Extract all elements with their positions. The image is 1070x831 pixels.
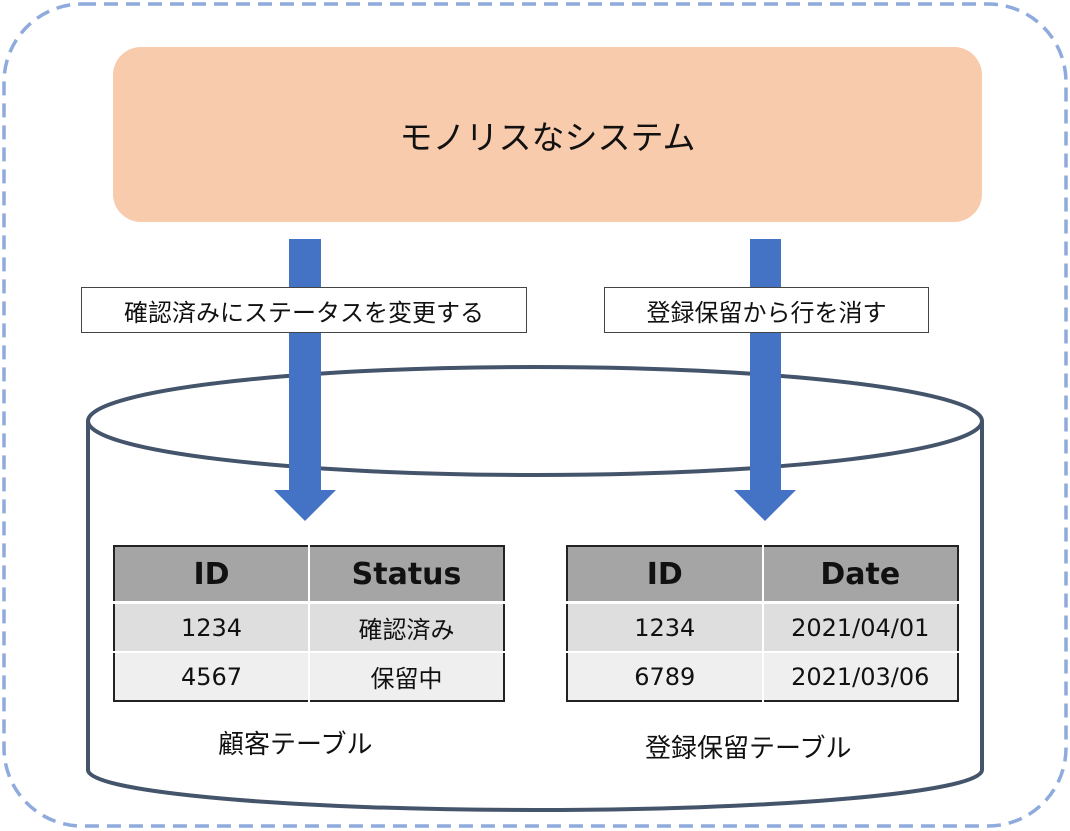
cell-id: 6789 (567, 652, 764, 701)
customer-table-caption: 顧客テーブル (218, 730, 373, 760)
cell-date: 2021/03/06 (762, 652, 958, 701)
monolith-system-box: モノリスなシステム (113, 47, 982, 222)
table-row: 1234 確認済み (114, 602, 504, 653)
table-row: 4567 保留中 (114, 652, 504, 701)
cell-id: 1234 (114, 602, 310, 653)
database-cylinder-body (86, 421, 984, 812)
pending-table-caption: 登録保留テーブル (645, 734, 852, 764)
cell-id: 4567 (114, 652, 310, 701)
operation-label-delete-row: 登録保留から行を消す (604, 287, 929, 333)
cell-status: 保留中 (309, 652, 504, 701)
monolith-system-title: モノリスなシステム (399, 117, 696, 157)
operation-label-text: 確認済みにステータスを変更する (124, 298, 484, 327)
table-header-row: ID Status (114, 546, 504, 604)
customer-table: ID Status 1234 確認済み 4567 保留中 (113, 545, 505, 702)
cell-date: 2021/04/01 (762, 602, 958, 653)
column-header-id: ID (567, 546, 764, 604)
column-header-id: ID (114, 546, 310, 604)
cell-id: 1234 (567, 602, 764, 653)
pending-registration-table: ID Date 1234 2021/04/01 6789 2021/03/06 (566, 545, 959, 702)
operation-label-text: 登録保留から行を消す (646, 298, 887, 327)
table-row: 6789 2021/03/06 (567, 652, 958, 701)
table-row: 1234 2021/04/01 (567, 602, 958, 653)
operation-label-update-status: 確認済みにステータスを変更する (81, 287, 527, 333)
column-header-status: Status (309, 546, 504, 604)
database-cylinder-top (86, 365, 984, 477)
cell-status: 確認済み (309, 602, 504, 653)
table-header-row: ID Date (567, 546, 958, 604)
column-header-date: Date (762, 546, 958, 604)
